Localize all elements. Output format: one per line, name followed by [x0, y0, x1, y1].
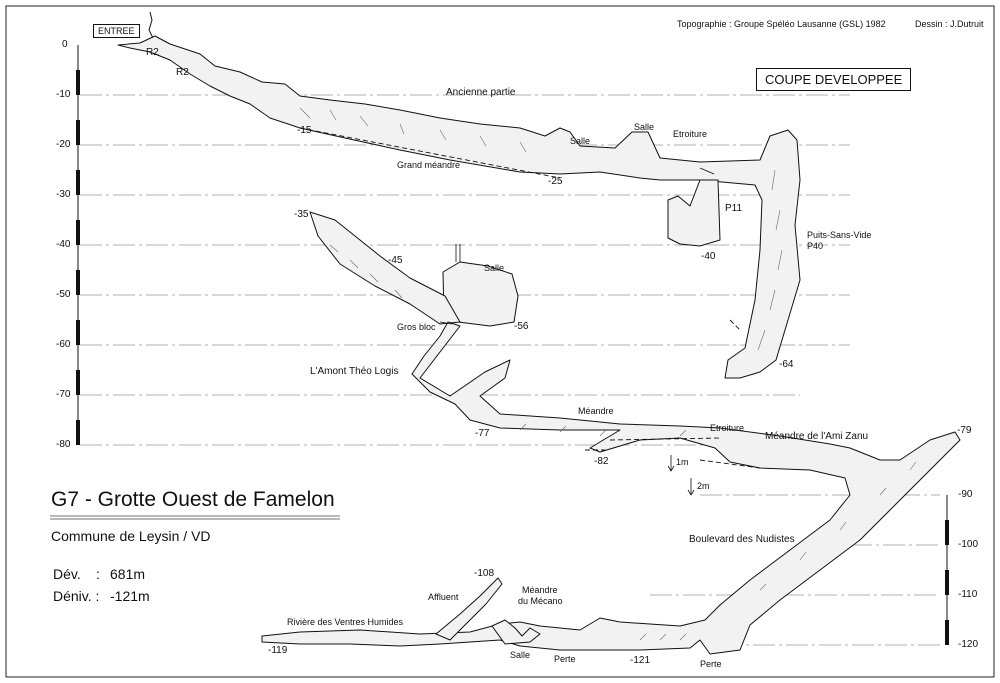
- label-p40: P40: [807, 241, 824, 251]
- depth-35: -35: [294, 209, 309, 220]
- deniv-label: Déniv. :: [53, 588, 100, 604]
- dev-value: 681m: [110, 566, 146, 582]
- right-scale-120: -120: [958, 639, 979, 650]
- dashed-connectors: [299, 127, 761, 469]
- label-salle-3: Salle: [484, 263, 505, 273]
- page-title: G7 - Grotte Ouest de Famelon: [51, 488, 335, 511]
- left-scale-70: -70: [56, 389, 71, 400]
- depth-77: -77: [475, 428, 490, 439]
- dev-label: Dév.: [53, 566, 81, 582]
- label-affluent: Affluent: [428, 592, 459, 602]
- label-1m: 1m: [676, 457, 689, 467]
- leaders: [439, 167, 715, 496]
- label-mecano-1: Méandre: [522, 585, 558, 595]
- depth-56: -56: [514, 321, 529, 332]
- ramp-35: [309, 211, 461, 325]
- depth-121: -121: [630, 655, 651, 666]
- drawing-credit: Dessin : J.Dutruit: [915, 19, 984, 29]
- left-scale-40: -40: [56, 239, 71, 250]
- credits-text: Topographie : Groupe Spéléo Lausanne (GS…: [677, 19, 886, 29]
- page-frame: [5, 5, 995, 678]
- label-r2a: R2: [146, 47, 159, 58]
- label-2m: 2m: [697, 481, 710, 491]
- right-scale-110: -110: [958, 589, 978, 600]
- cave-passages: [117, 35, 961, 655]
- label-r2b: R2: [176, 67, 189, 78]
- affluent-branch: [435, 577, 503, 641]
- depth-119: -119: [268, 645, 288, 656]
- amont-descent: [261, 321, 961, 655]
- title-underline: [50, 515, 340, 520]
- label-perte-1: Perte: [554, 654, 576, 664]
- left-scale-80: -80: [56, 439, 71, 450]
- label-salle-1: Salle: [570, 136, 591, 146]
- p11-shaft: [667, 179, 721, 247]
- depth-40: -40: [701, 251, 716, 262]
- left-scale-30: -30: [56, 189, 71, 200]
- label-puits-sans-vide: Puits-Sans-Vide: [807, 230, 872, 240]
- label-etroiture-2: Etroiture: [710, 423, 745, 433]
- rock-texture: [299, 107, 917, 641]
- depth-108: -108: [474, 568, 495, 579]
- depth-79: -79: [957, 425, 972, 436]
- left-scale-60: -60: [56, 339, 71, 350]
- depth-45: -45: [388, 255, 403, 266]
- right-scale-100: -100: [958, 539, 979, 550]
- label-ami-zanu: Méandre de l'Ami Zanu: [765, 431, 869, 442]
- left-scale-50: -50: [56, 289, 71, 300]
- left-scale-20: -20: [56, 139, 71, 150]
- label-mecano-2: du Mécano: [518, 596, 563, 606]
- left-scale-bar: [76, 45, 80, 445]
- mecano-passage: [491, 619, 541, 645]
- right-scale-90: -90: [958, 489, 973, 500]
- label-amont-theo-logis: L'Amont Théo Logis: [310, 366, 399, 377]
- upper-gallery: [117, 35, 801, 379]
- label-p11: P11: [725, 203, 743, 214]
- depth-82: -82: [594, 456, 609, 467]
- label-perte-2: Perte: [700, 659, 722, 669]
- left-scale-0: 0: [62, 39, 68, 50]
- right-scale-bar: [945, 495, 949, 645]
- entrance-marker: [148, 11, 154, 39]
- depth-25: -25: [548, 176, 563, 187]
- label-ancienne-partie: Ancienne partie: [446, 87, 516, 98]
- label-meandre: Méandre: [578, 406, 614, 416]
- label-salle-4: Salle: [510, 650, 531, 660]
- depth-64: -64: [779, 359, 794, 370]
- depth-15: -15: [297, 125, 312, 136]
- deniv-value: -121m: [110, 588, 150, 604]
- label-etroiture-1: Etroiture: [673, 129, 708, 139]
- label-riviere: Rivière des Ventres Humides: [287, 617, 404, 627]
- left-scale-10: -10: [56, 89, 71, 100]
- page-subtitle: Commune de Leysin / VD: [51, 528, 211, 544]
- label-grand-meandre: Grand méandre: [397, 160, 461, 170]
- entrance-label: ENTREE: [93, 24, 140, 38]
- label-gros-bloc: Gros bloc: [397, 322, 436, 332]
- dev-separator: :: [96, 566, 100, 582]
- view-label: COUPE DEVELOPPEE: [756, 68, 912, 91]
- label-salle-2: Salle: [634, 122, 655, 132]
- label-boulevard: Boulevard des Nudistes: [689, 534, 795, 545]
